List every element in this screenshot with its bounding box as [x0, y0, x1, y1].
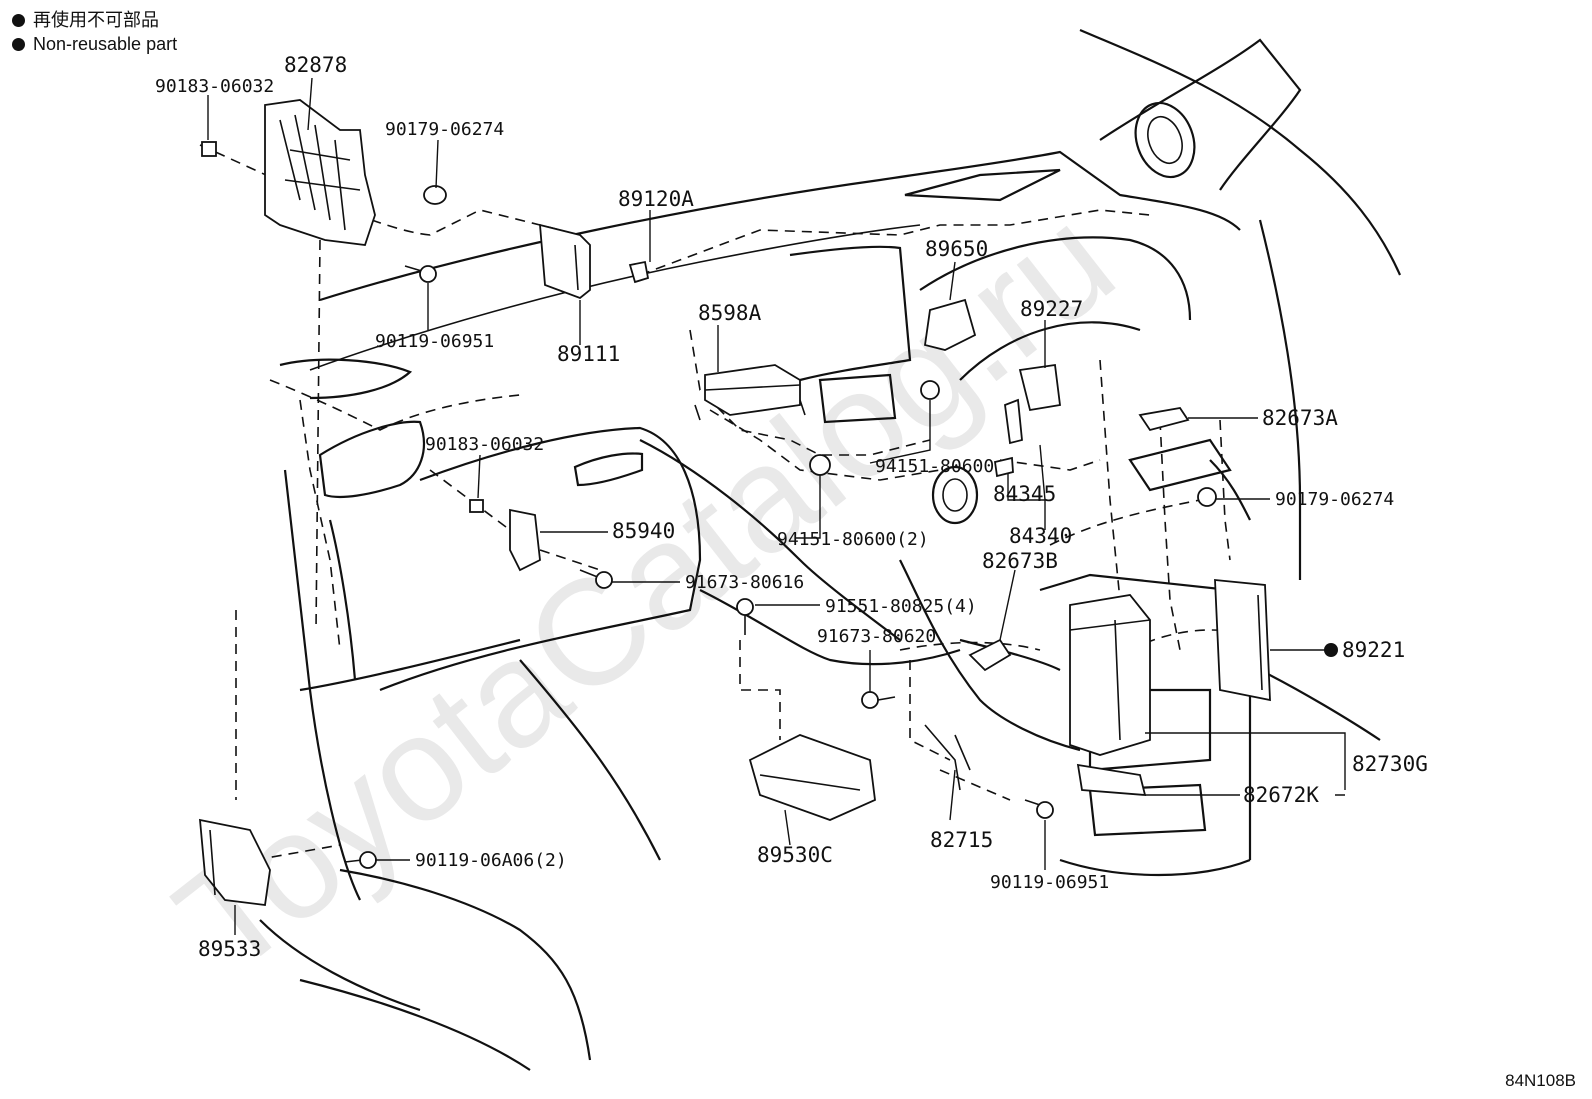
label-82672K[interactable]: 82672K [1243, 783, 1319, 807]
legend-item-japanese: 再使用不可部品 [12, 8, 177, 32]
part-8598A-module [694, 364, 806, 421]
part-89533-bracket [198, 818, 271, 907]
legend-label-japanese: 再使用不可部品 [33, 10, 159, 30]
bullet-icon [12, 14, 25, 27]
part-89530C-module [748, 734, 876, 821]
legend-item-english: Non-reusable part [12, 32, 177, 56]
label-82673A[interactable]: 82673A [1262, 406, 1338, 430]
part-89221-ecu [1214, 579, 1271, 702]
label-90183-06032-top[interactable]: 90183-06032 [155, 76, 274, 97]
label-90119-06A06-2[interactable]: 90119-06A06(2) [415, 850, 567, 871]
label-89120A[interactable]: 89120A [618, 187, 694, 211]
label-94151-80600-2[interactable]: 94151-80600(2) [777, 529, 929, 550]
label-89111[interactable]: 89111 [557, 342, 620, 366]
label-89650[interactable]: 89650 [925, 237, 988, 261]
label-90119-06951-bottom[interactable]: 90119-06951 [990, 872, 1109, 893]
part-82673B [968, 638, 1012, 672]
part-82672K [1076, 763, 1147, 796]
clip-90179-top [423, 185, 447, 205]
part-82715-bracket [924, 724, 971, 791]
label-90183-06032-mid[interactable]: 90183-06032 [425, 434, 544, 455]
part-89120A [628, 260, 650, 284]
label-90119-06951-top[interactable]: 90119-06951 [375, 331, 494, 352]
label-91673-80620[interactable]: 91673-80620 [817, 626, 936, 647]
label-82715[interactable]: 82715 [930, 828, 993, 852]
label-82730G[interactable]: 82730G [1352, 752, 1428, 776]
label-84345[interactable]: 84345 [993, 482, 1056, 506]
part-85940 [509, 508, 541, 572]
label-89221[interactable]: 89221 [1342, 638, 1405, 662]
bolt-91551 [736, 598, 754, 635]
screw-91673-80620 [861, 691, 896, 709]
clip-90179-right [1197, 487, 1217, 507]
nut-94151-a [920, 380, 940, 400]
part-89111-module [538, 223, 591, 300]
legend: 再使用不可部品 Non-reusable part [12, 8, 177, 56]
part-labels: 90183-06032 82878 90179-06274 90119-0695… [155, 53, 1428, 961]
part-84345-switch [1004, 398, 1023, 445]
label-82673B[interactable]: 82673B [982, 549, 1058, 573]
nut-94151-b [809, 454, 831, 476]
part-82878-bracket [264, 99, 376, 246]
nut-90183-mid [469, 499, 484, 513]
part-82673A [1138, 407, 1190, 432]
screw-91673-80616 [579, 569, 613, 589]
label-91673-80616[interactable]: 91673-80616 [685, 572, 804, 593]
bolt-90119-top [404, 265, 437, 283]
label-84340[interactable]: 84340 [1009, 524, 1072, 548]
label-89530C[interactable]: 89530C [757, 843, 833, 867]
part-82730G-junction-block [1069, 594, 1151, 756]
label-89533[interactable]: 89533 [198, 937, 261, 961]
label-89227[interactable]: 89227 [1020, 297, 1083, 321]
part-89650-sensor [923, 298, 977, 351]
part-89227 [1018, 363, 1062, 412]
label-90179-06274-top[interactable]: 90179-06274 [385, 119, 504, 140]
label-94151-80600[interactable]: 94151-80600 [875, 456, 994, 477]
label-90179-06274-right[interactable]: 90179-06274 [1275, 489, 1394, 510]
nut-90183-top [201, 141, 217, 157]
part-84340 [993, 456, 1014, 478]
leader-lines [207, 77, 1346, 935]
dashboard-outline [259, 28, 1402, 1071]
label-8598A[interactable]: 8598A [698, 301, 762, 325]
dashed-outlines [199, 144, 1261, 861]
bullet-icon [12, 38, 25, 51]
label-85940[interactable]: 85940 [612, 519, 675, 543]
label-91551-80825-4[interactable]: 91551-80825(4) [825, 596, 977, 617]
label-82878[interactable]: 82878 [284, 53, 347, 77]
non-reusable-marker-icon [1324, 643, 1338, 657]
legend-label-english: Non-reusable part [33, 34, 178, 54]
diagram-reference-code: 84N108B [1505, 1071, 1576, 1090]
bolt-90119-bottom [1024, 799, 1054, 819]
